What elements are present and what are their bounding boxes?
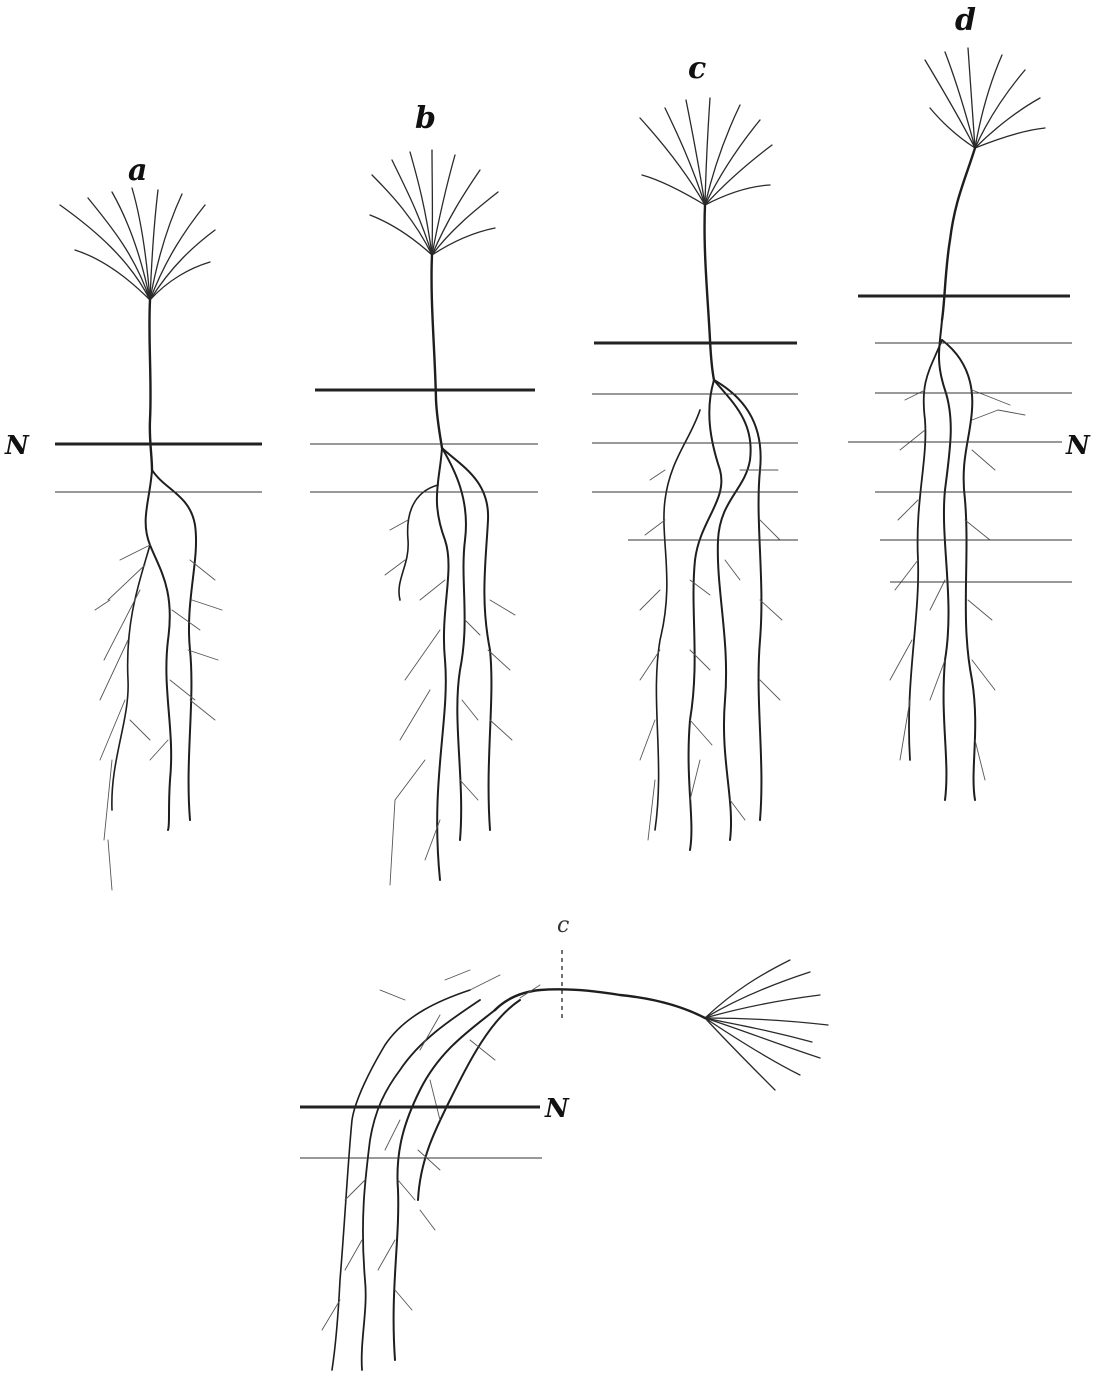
root-main-a-3 — [112, 545, 150, 810]
rootlets-d — [890, 390, 1025, 780]
root-main-a-1 — [146, 470, 172, 830]
root-main-b-1 — [442, 448, 466, 840]
plant-c: c — [640, 51, 782, 850]
plant-e: c N — [300, 913, 828, 1370]
leaf-rosette-d — [925, 48, 1045, 148]
root-main-d-1 — [939, 320, 951, 800]
plant-a: a — [60, 153, 222, 890]
leaf-rosette-a — [60, 188, 215, 300]
stem-b — [432, 255, 442, 448]
root-main-d-3 — [909, 340, 942, 760]
label-e: c — [557, 913, 569, 938]
root-main-c-2 — [689, 380, 722, 850]
root-main-b-3 — [442, 448, 491, 830]
label-n-bottom: N — [544, 1094, 570, 1124]
label-b: b — [415, 101, 436, 136]
label-n-right: N — [1065, 431, 1091, 461]
plant-d: d — [890, 3, 1045, 800]
leaf-rosette-c — [640, 98, 772, 205]
leaf-rosette-b — [370, 150, 498, 255]
label-n-left: N — [4, 431, 30, 461]
root-main-c-1 — [714, 380, 751, 840]
stem-d — [942, 148, 975, 320]
root-main-e-1 — [394, 1010, 495, 1360]
rootlets-e — [322, 970, 540, 1330]
root-main-b-4 — [399, 485, 438, 600]
label-a: a — [128, 153, 147, 188]
stem-c — [705, 205, 714, 380]
leaf-rosette-e — [705, 960, 828, 1090]
root-main-a-2 — [152, 470, 196, 820]
rootlets-b — [385, 520, 515, 885]
label-c: c — [688, 51, 706, 86]
plant-b: b — [370, 101, 515, 885]
soil-levels-top: N N — [4, 296, 1091, 582]
root-main-b-2 — [437, 448, 449, 880]
label-d: d — [955, 3, 976, 38]
root-main-e-4 — [332, 990, 470, 1370]
rootlets-a — [95, 545, 222, 890]
